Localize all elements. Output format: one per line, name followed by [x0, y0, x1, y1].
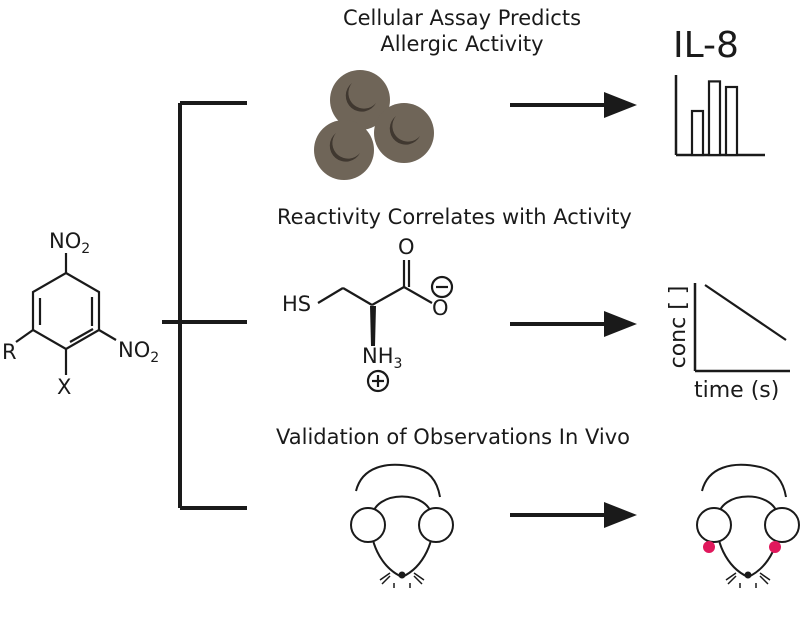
dinitrobenzene-structure: [15, 253, 117, 375]
il8-title: IL-8: [673, 25, 739, 66]
mouse-icon-inflamed: [696, 463, 800, 589]
nitro-group-side: NO2: [118, 338, 159, 366]
cell-cluster: [314, 70, 434, 180]
nitro-group-top: NO2: [49, 229, 90, 257]
assay-heading: Cellular Assay Predicts Allergic Activit…: [312, 8, 612, 55]
mouse-eye-right: [769, 541, 781, 553]
branch-bracket: [162, 101, 247, 510]
carboxylate-oxygen: O: [432, 296, 449, 320]
x-substituent: X: [57, 375, 72, 399]
cysteine-structure: [317, 260, 454, 393]
kinetics-plot: [693, 283, 790, 373]
kinetics-x-label: time (s): [694, 378, 780, 403]
ammonium-text: NH: [362, 344, 394, 368]
cell-icon: [374, 103, 434, 163]
decay-line: [704, 284, 787, 341]
ammonium-group: NH3: [362, 344, 402, 372]
nitro-group-top-text: NO: [49, 229, 82, 253]
mouse-icon: [350, 463, 454, 589]
carbonyl-oxygen: O: [398, 235, 415, 259]
kinetics-y-label: conc [ ]: [666, 285, 691, 369]
nitro-group-side-subscript: 2: [150, 350, 160, 366]
validation-heading: Validation of Observations In Vivo: [276, 425, 630, 449]
cell-icon: [314, 120, 374, 180]
il8-bar-chart: [674, 75, 765, 157]
assay-heading-line1: Cellular Assay Predicts: [342, 6, 582, 30]
il8-bar: [690, 109, 705, 157]
validation-arrow: [510, 502, 637, 528]
assay-heading-line2: Allergic Activity: [380, 32, 544, 56]
reactivity-heading: Reactivity Correlates with Activity: [277, 205, 632, 229]
il8-bar: [707, 80, 722, 157]
mouse-eye-left: [703, 541, 715, 553]
r-substituent: R: [2, 340, 17, 364]
il8-bar: [724, 85, 739, 157]
ammonium-subscript: 3: [393, 356, 403, 372]
thiol-label: HS: [282, 292, 312, 316]
cell-icon: [330, 70, 390, 130]
assay-arrow: [510, 92, 637, 118]
nitro-group-top-subscript: 2: [81, 241, 91, 257]
nitro-group-side-text: NO: [118, 338, 151, 362]
reactivity-arrow: [510, 311, 637, 337]
